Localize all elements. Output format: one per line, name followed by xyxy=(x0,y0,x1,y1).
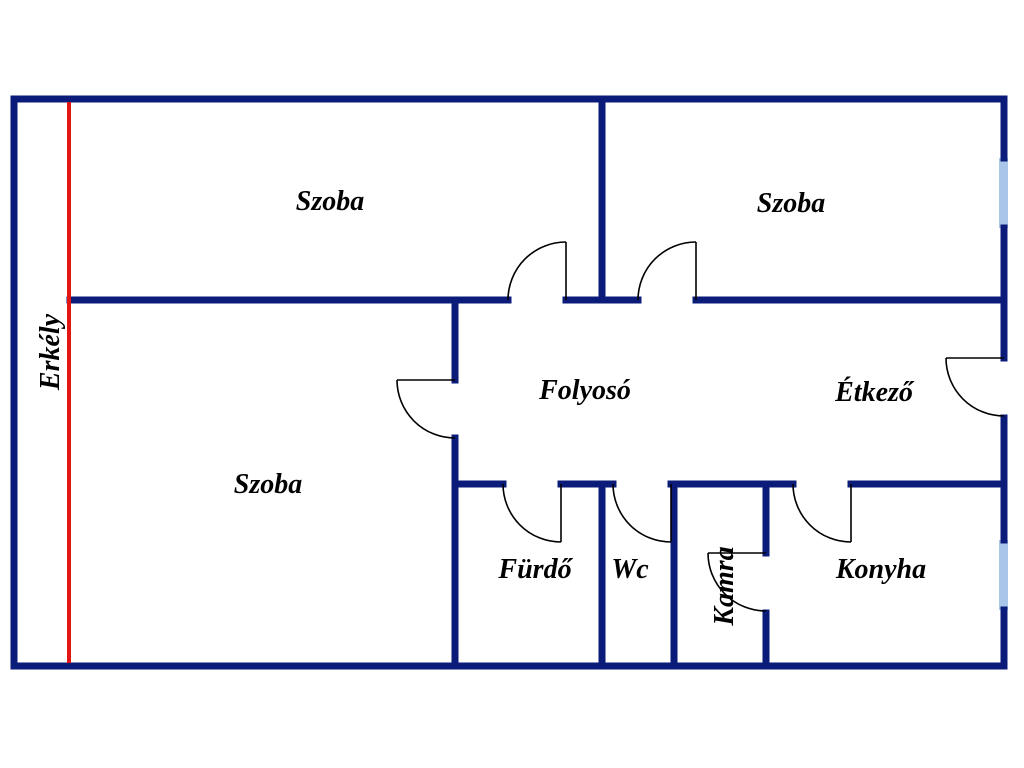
door-left-room xyxy=(396,379,456,439)
label-balcony: Erkély xyxy=(35,313,66,391)
door-top-left-room xyxy=(507,241,567,301)
label-room-top-left: Szoba xyxy=(296,186,364,217)
label-bathroom: Fürdő xyxy=(497,554,573,585)
label-toilet: Wc xyxy=(611,554,649,585)
label-dining: Étkező xyxy=(834,377,915,408)
door-bathroom xyxy=(502,483,562,543)
door-wc xyxy=(612,483,672,543)
door-pantry xyxy=(707,552,767,612)
interior-walls xyxy=(66,95,1008,670)
label-hallway: Folyosó xyxy=(538,375,631,406)
door-top-right-room xyxy=(637,241,697,301)
label-room-bottom-left: Szoba xyxy=(234,469,302,500)
window-top-right xyxy=(999,158,1008,228)
window-kitchen xyxy=(999,540,1008,610)
label-kitchen: Konyha xyxy=(835,554,926,585)
label-pantry: Kamra xyxy=(709,546,740,626)
door-kitchen xyxy=(792,483,852,543)
door-entrance xyxy=(945,357,1005,417)
exterior-walls xyxy=(10,95,1008,670)
label-room-top-right: Szoba xyxy=(757,188,825,219)
